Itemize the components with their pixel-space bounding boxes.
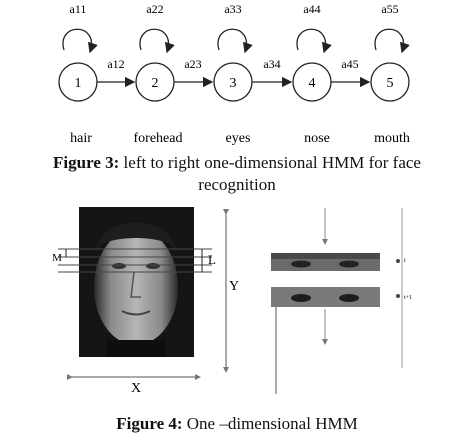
state-label-3: 3 — [230, 76, 237, 91]
overlap-label-m: M — [52, 252, 62, 264]
self-transition-label-2: a22 — [146, 2, 163, 16]
transition-label-a23: a23 — [184, 57, 201, 71]
state-label-1: 1 — [75, 76, 82, 91]
transition-label-a45: a45 — [341, 57, 358, 71]
self-transition-label-1: a11 — [70, 2, 87, 16]
region-label-hair: hair — [70, 131, 92, 146]
face-photo — [79, 207, 194, 357]
region-label-eyes: eyes — [226, 131, 251, 146]
hmm-state-4: 4 a44 — [292, 2, 332, 102]
forward-transitions: a12 a23 a34 a45 — [97, 57, 371, 88]
self-loop-4 — [296, 28, 332, 54]
hmm-state-1: 1 a11 — [58, 2, 98, 102]
observation-strip-t1 — [271, 287, 380, 307]
self-loop-3 — [217, 28, 253, 54]
self-loop-2 — [139, 28, 175, 54]
window-height-label-l: L — [208, 252, 216, 267]
hmm-state-2: 2 a22 — [135, 2, 175, 102]
self-loop-1 — [62, 28, 98, 54]
self-loop-5 — [374, 28, 410, 54]
region-label-forehead: forehead — [134, 131, 183, 146]
figure-3-caption-text: left to right one-dimensional HMM for fa… — [119, 153, 421, 172]
observation-strip-t — [271, 253, 380, 271]
region-label-mouth: mouth — [374, 131, 410, 146]
figure-4-caption-text: One –dimensional HMM — [182, 414, 358, 433]
hmm-state-5: 5 a55 — [370, 2, 410, 102]
figure-4-caption: Figure 4: One –dimensional HMM — [0, 413, 474, 435]
face-figure: M L Y X — [52, 207, 239, 396]
transition-label-a12: a12 — [107, 57, 124, 71]
hmm-state-3: 3 a33 — [213, 2, 253, 102]
time-label-t1: t+1 — [404, 295, 412, 301]
hmm-diagram: 1 a11 2 a22 3 a33 4 a44 5 a55 — [58, 2, 410, 146]
figure-3-caption: Figure 3: left to right one-dimensional … — [0, 152, 474, 196]
state-label-5: 5 — [387, 76, 394, 91]
region-labels: hair forehead eyes nose mouth — [70, 131, 410, 146]
time-label-t: t — [404, 258, 406, 264]
state-label-2: 2 — [152, 76, 159, 91]
self-transition-label-4: a44 — [303, 2, 320, 16]
figure-3-caption-text-line2: recognition — [198, 175, 276, 194]
self-transition-label-3: a33 — [224, 2, 241, 16]
region-label-nose: nose — [304, 131, 330, 146]
transition-label-a34: a34 — [263, 57, 280, 71]
width-label-x: X — [131, 381, 141, 396]
state-label-4: 4 — [309, 76, 316, 91]
height-label-y: Y — [229, 279, 239, 294]
figure-4-caption-label: Figure 4: — [116, 414, 183, 433]
self-transition-label-5: a55 — [381, 2, 398, 16]
figure-3-caption-label: Figure 3: — [53, 153, 120, 172]
observation-strips: t t+1 — [271, 208, 412, 394]
